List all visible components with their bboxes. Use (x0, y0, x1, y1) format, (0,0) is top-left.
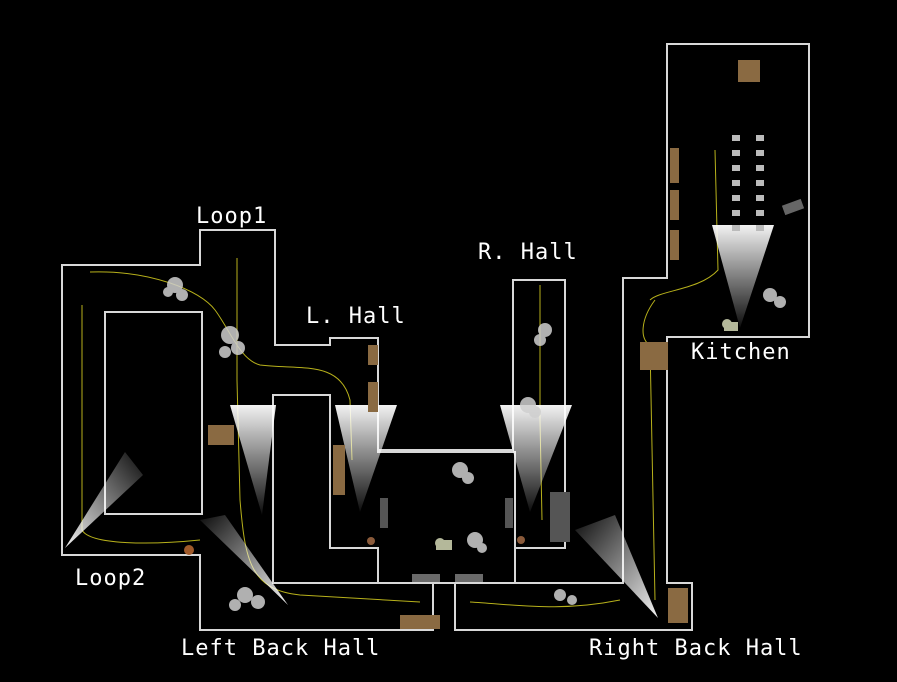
camera-cone-leftback (200, 515, 288, 605)
camera-cone-rightback (575, 515, 658, 618)
debris-cluster (163, 277, 786, 611)
office-wall (378, 451, 516, 584)
animatronic-icon (367, 537, 375, 545)
loop-inner-island (104, 311, 203, 515)
vent (455, 574, 483, 582)
camera-cone-kitchen (712, 225, 774, 328)
walls (61, 43, 810, 631)
room-label-left-back-hall: Left Back Hall (181, 636, 381, 661)
camera-cones (65, 225, 774, 618)
counter (781, 198, 805, 216)
vent (412, 574, 440, 582)
camera-cone-loop2 (65, 452, 143, 548)
room-label-loop1: Loop1 (196, 204, 268, 229)
room-label-right-back-hall: Right Back Hall (589, 636, 803, 661)
room-label-loop2: Loop2 (75, 566, 147, 591)
door-icon (380, 498, 388, 528)
table-icon (208, 60, 760, 629)
camera-cone-loop1 (230, 405, 276, 515)
animatronic-icon (517, 536, 525, 544)
kitchen-stools (732, 135, 764, 231)
door-icon (505, 498, 513, 528)
inner-hall-wall (272, 394, 379, 584)
room-label-l-hall: L. Hall (306, 304, 406, 329)
room-label-r-hall: R. Hall (478, 240, 578, 265)
animatronic-icon (184, 545, 194, 555)
camera-cone-lhall (335, 405, 397, 512)
props (163, 60, 805, 629)
door-icon (550, 492, 570, 542)
room-label-kitchen: Kitchen (691, 340, 791, 365)
camera-icon (435, 319, 738, 550)
camera-cone-rhall (500, 405, 572, 512)
